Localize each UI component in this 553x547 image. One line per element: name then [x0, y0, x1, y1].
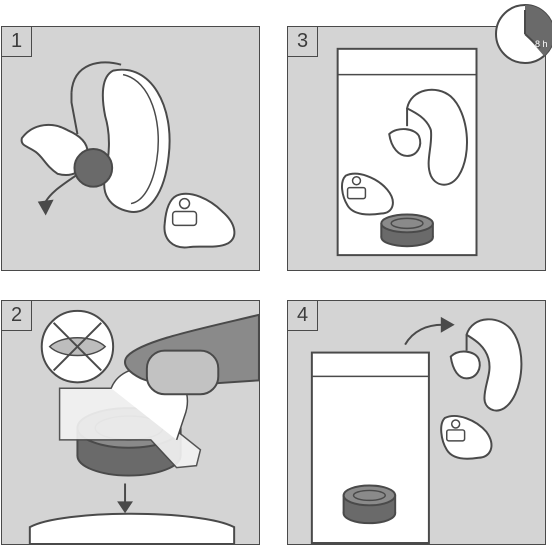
curved-arrow-icon [46, 176, 76, 202]
battery-icon [381, 214, 433, 246]
clock-label: 8 h [535, 39, 548, 49]
step-number: 3 [288, 27, 318, 57]
step-1-panel: 1 [1, 26, 260, 271]
remove-tab-illustration [2, 301, 259, 544]
step-number: 1 [2, 27, 32, 57]
no-mouth-icon [42, 311, 113, 382]
step-4-panel: 4 [287, 300, 546, 545]
battery-icon [344, 485, 396, 523]
step-number: 4 [288, 301, 318, 331]
insert-battery-illustration [288, 301, 545, 544]
battery-icon [74, 149, 112, 187]
step-2-panel: 2 [1, 300, 260, 545]
clock-icon: 8 h [494, 2, 552, 66]
battery-removal-illustration [2, 27, 259, 270]
curved-arrow-icon [405, 325, 443, 345]
step-number: 2 [2, 301, 32, 331]
